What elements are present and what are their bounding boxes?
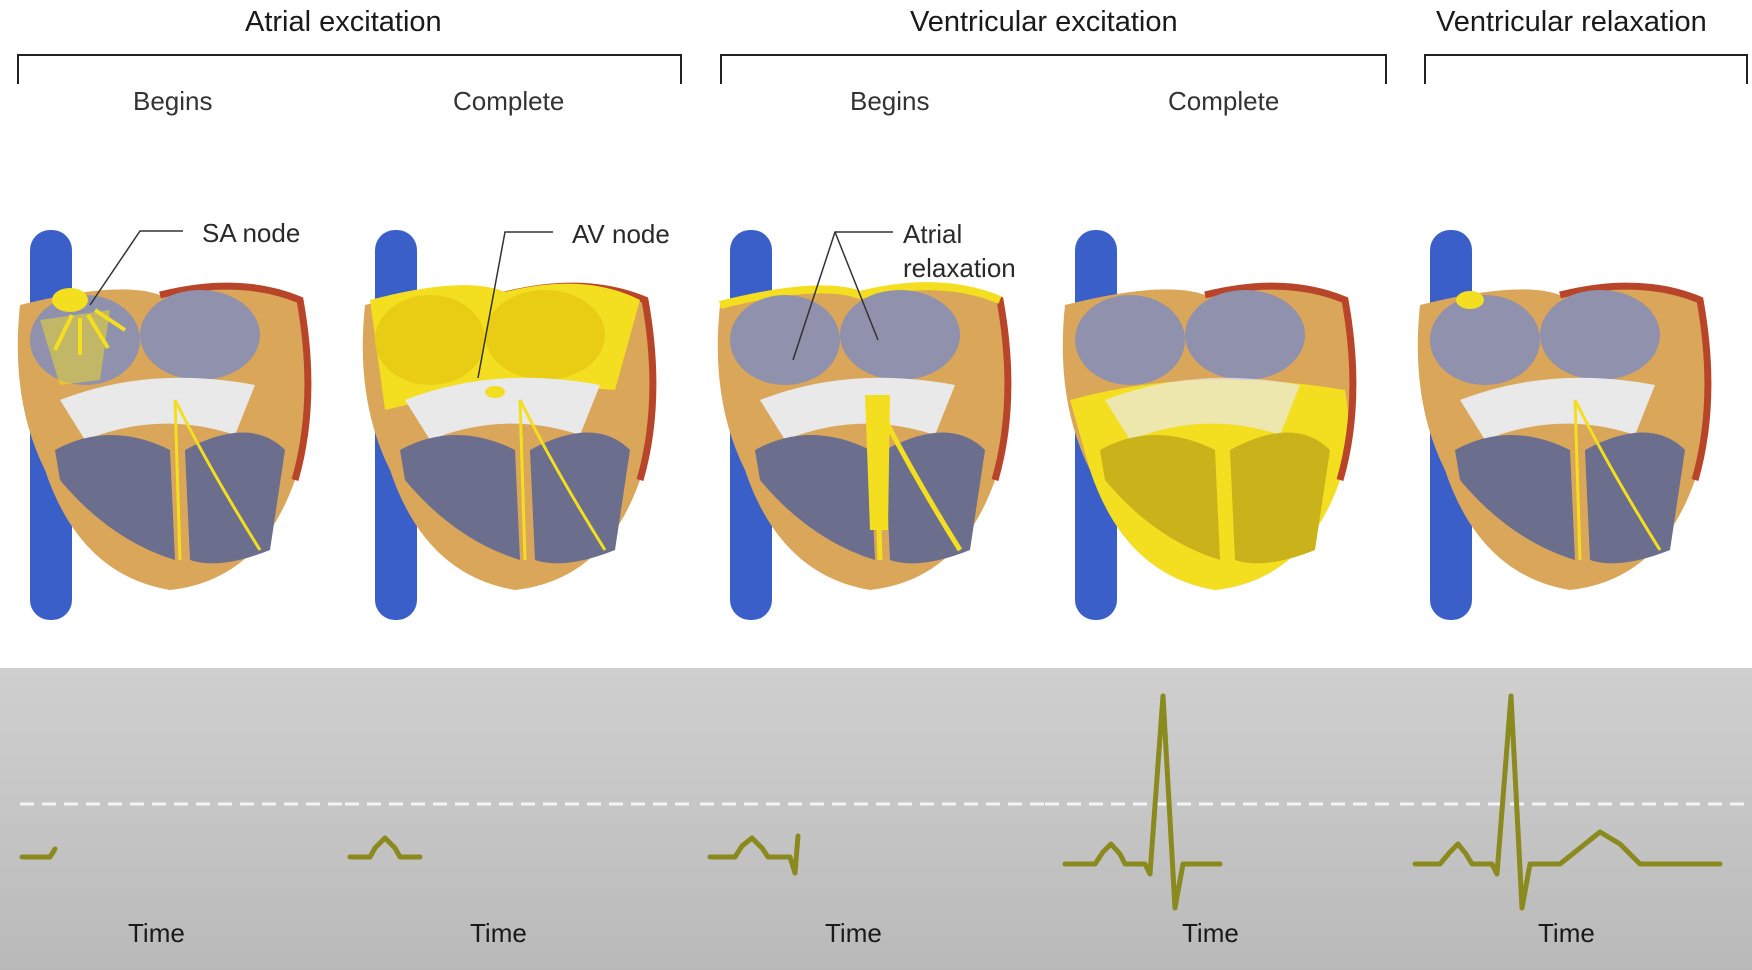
phase-title-atrial-excitation: Atrial excitation [245,6,442,39]
sa-node-icon [52,288,88,312]
sa-node-label: SA node [202,218,300,249]
ecg-trace [710,836,798,873]
left-ventricle-icon [1230,433,1330,564]
time-label-2: Time [470,918,527,949]
label-ventricular-begins: Begins [850,86,930,117]
bracket-atrial-excitation [17,54,682,84]
time-label-3: Time [825,918,882,949]
ecg-trace [350,838,420,857]
av-node-label: AV node [572,219,670,250]
heart-ventricular-begins [700,150,1050,620]
sa-node-icon [1456,291,1484,309]
right-atrium-icon [375,295,485,385]
left-ventricle-icon [185,433,285,564]
right-atrium-icon [1075,295,1185,385]
left-atrium-icon [140,290,260,380]
atrial-relaxation-label-2: relaxation [903,253,1016,284]
left-atrium-icon [1540,290,1660,380]
label-atrial-complete: Complete [453,86,564,117]
phase-title-ventricular-excitation: Ventricular excitation [910,6,1178,39]
phase-title-ventricular-relaxation: Ventricular relaxation [1436,6,1707,39]
left-ventricle-icon [530,433,630,564]
ecg-panel-3: Time [700,668,1050,970]
atrial-relaxation-label-1: Atrial [903,219,962,250]
ecg-panel-5: Time [1400,668,1750,970]
time-label-4: Time [1182,918,1239,949]
ecg-trace [1415,696,1720,908]
right-atrium-icon [730,295,840,385]
time-label-5: Time [1538,918,1595,949]
left-ventricle-icon [1585,433,1685,564]
ecg-trace [22,849,55,857]
ecg-panel-2: Time [345,668,695,970]
label-ventricular-complete: Complete [1168,86,1279,117]
heart-ventricular-relaxation [1400,150,1750,620]
heart-ventricular-complete [1045,150,1395,620]
av-node-icon [485,386,505,398]
label-atrial-begins: Begins [133,86,213,117]
ecg-trace [1065,696,1220,908]
left-atrium-icon [840,290,960,380]
ecg-panel-1: Time [0,668,350,970]
time-label-1: Time [128,918,185,949]
left-atrium-icon [1185,290,1305,380]
right-atrium-icon [1430,295,1540,385]
left-atrium-icon [485,290,605,380]
bracket-ventricular-excitation [720,54,1387,84]
ecg-panel-4: Time [1045,668,1395,970]
bracket-ventricular-relaxation [1424,54,1748,84]
